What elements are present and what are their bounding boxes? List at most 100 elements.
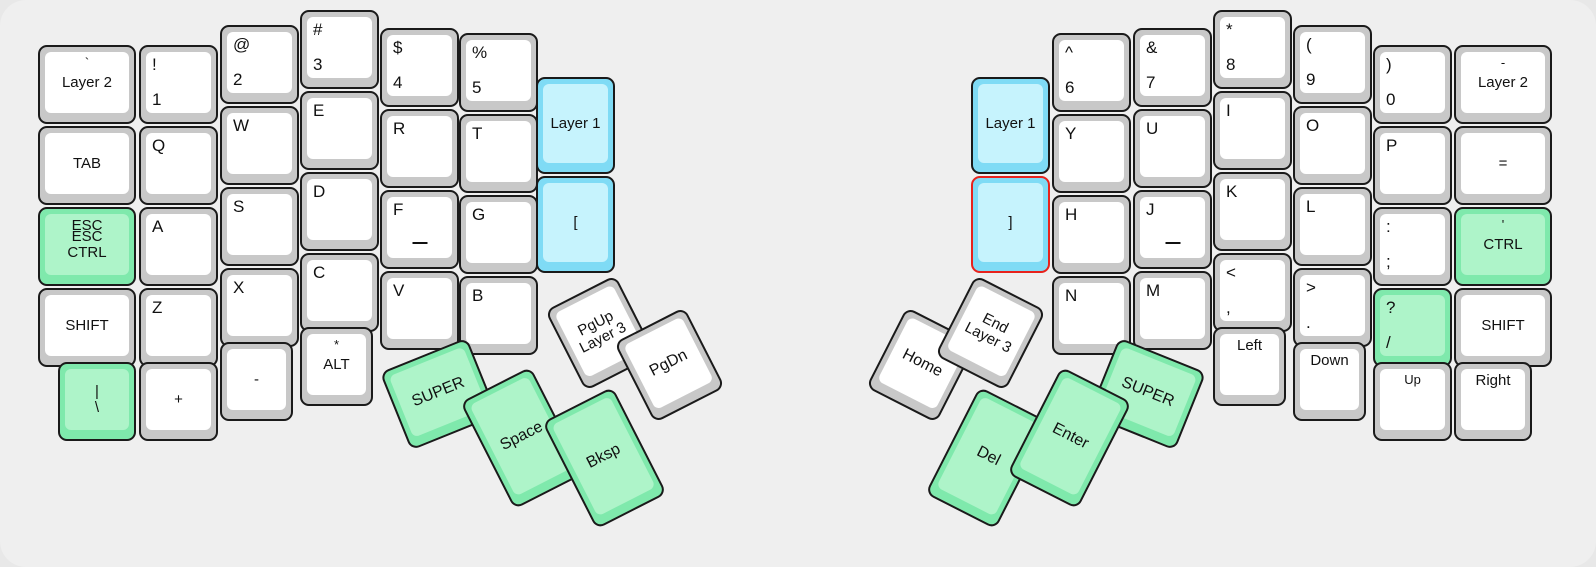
key-legend: Y (1065, 124, 1077, 143)
key-cap: Bksp (551, 396, 656, 517)
key-l[interactable]: L (1293, 187, 1372, 266)
key-layer1-left[interactable]: Layer 1 (536, 77, 615, 174)
key-cap: F (387, 197, 452, 258)
key-t[interactable]: T (459, 114, 538, 193)
key-z[interactable]: Z (139, 288, 218, 367)
key-6[interactable]: ^6 (1052, 33, 1131, 112)
key-d[interactable]: D (300, 172, 379, 251)
key-down-arrow[interactable]: Down (1293, 342, 1366, 421)
key-legend: 8 (1226, 54, 1236, 74)
key-shift[interactable]: SHIFT (38, 288, 136, 367)
key-cap: PgDn (623, 316, 714, 411)
key-g[interactable]: G (459, 195, 538, 274)
key-alt[interactable]: *ALT (300, 327, 373, 406)
key-legend: J (1146, 200, 1155, 219)
key-legend: + (174, 390, 183, 408)
key-cap: K (1220, 179, 1285, 240)
key-bracket-left[interactable]: [ (536, 176, 615, 273)
key-pipe-backslash[interactable]: | \ (58, 362, 136, 441)
key-legend: End Layer 3 (961, 309, 1015, 357)
key-7[interactable]: &7 (1133, 28, 1212, 107)
key-v[interactable]: V (380, 271, 459, 350)
key-shift-right[interactable]: SHIFT (1454, 288, 1552, 367)
key-legend: ? (1386, 298, 1396, 317)
key-period[interactable]: >. (1293, 268, 1372, 347)
key-slash[interactable]: ?/ (1373, 288, 1452, 367)
key-equals[interactable]: = (1454, 126, 1552, 205)
key-0[interactable]: )0 (1373, 45, 1452, 124)
key-x[interactable]: X (220, 268, 299, 347)
key-w[interactable]: W (220, 106, 299, 185)
key-o[interactable]: O (1293, 106, 1372, 185)
key-legend: ` (84, 55, 90, 70)
key-q[interactable]: Q (139, 126, 218, 205)
key-layer1-right[interactable]: Layer 1 (971, 77, 1050, 174)
key-cap: U (1140, 116, 1205, 177)
key-legend: Down (1310, 352, 1349, 369)
key-semicolon[interactable]: :; (1373, 207, 1452, 286)
key-legend: # (313, 20, 323, 39)
key-2[interactable]: @2 (220, 25, 299, 104)
key-j[interactable]: J (1133, 190, 1212, 269)
key-comma[interactable]: <, (1213, 253, 1292, 332)
key-grave-layer2[interactable]: `Layer 2 (38, 45, 136, 124)
key-minus-layer2[interactable]: -Layer 2 (1454, 45, 1552, 124)
key-quote-ctrl[interactable]: 'CTRL (1454, 207, 1552, 286)
key-cap: Z (146, 295, 211, 356)
key-minus[interactable]: - (220, 342, 293, 421)
key-right-arrow[interactable]: Right (1454, 362, 1532, 441)
key-c[interactable]: C (300, 253, 379, 332)
key-cap: S (227, 194, 292, 255)
key-legend: S (233, 197, 245, 216)
key-legend: TAB (72, 154, 102, 172)
key-legend: N (1065, 286, 1078, 305)
key-cap: SHIFT (1461, 295, 1545, 356)
key-legend: ' (1501, 217, 1505, 232)
key-legend: D (313, 182, 326, 201)
key-legend: 6 (1065, 77, 1075, 97)
key-legend: L (1306, 197, 1316, 216)
key-a[interactable]: A (139, 207, 218, 286)
key-left-arrow[interactable]: Left (1213, 327, 1286, 406)
key-bracket-right[interactable]: ] (971, 176, 1050, 273)
key-r[interactable]: R (380, 109, 459, 188)
key-1[interactable]: !1 (139, 45, 218, 124)
key-p[interactable]: P (1373, 126, 1452, 205)
key-i[interactable]: I (1213, 91, 1292, 170)
key-cap: Y (1059, 121, 1124, 182)
key-9[interactable]: (9 (1293, 25, 1372, 104)
key-u[interactable]: U (1133, 109, 1212, 188)
key-legend: SHIFT (1481, 316, 1525, 334)
key-b[interactable]: B (459, 276, 538, 355)
key-cap: <, (1220, 260, 1285, 321)
key-tab[interactable]: TAB (38, 126, 136, 205)
key-e[interactable]: E (300, 91, 379, 170)
key-legend: % (472, 43, 488, 62)
key-legend: 3 (313, 54, 323, 74)
key-k[interactable]: K (1213, 172, 1292, 251)
key-s[interactable]: S (220, 187, 299, 266)
key-5[interactable]: %5 (459, 33, 538, 112)
key-legend: K (1226, 182, 1238, 201)
key-m[interactable]: M (1133, 271, 1212, 350)
key-cap: [ (543, 183, 608, 262)
key-up-arrow[interactable]: Up (1373, 362, 1452, 441)
key-h[interactable]: H (1052, 195, 1131, 274)
key-legend: * (333, 337, 340, 352)
key-legend: W (233, 116, 250, 135)
key-legend: > (1306, 278, 1316, 297)
key-plus[interactable]: + (139, 362, 218, 441)
key-legend: & (1146, 38, 1158, 57)
key-y[interactable]: Y (1052, 114, 1131, 193)
key-3[interactable]: #3 (300, 10, 379, 89)
key-4[interactable]: $4 (380, 28, 459, 107)
key-8[interactable]: *8 (1213, 10, 1292, 89)
key-f[interactable]: F (380, 190, 459, 269)
key-cap: - (227, 349, 286, 410)
key-cap: M (1140, 278, 1205, 339)
key-cap: Left (1220, 334, 1279, 395)
key-cap: V (387, 278, 452, 339)
